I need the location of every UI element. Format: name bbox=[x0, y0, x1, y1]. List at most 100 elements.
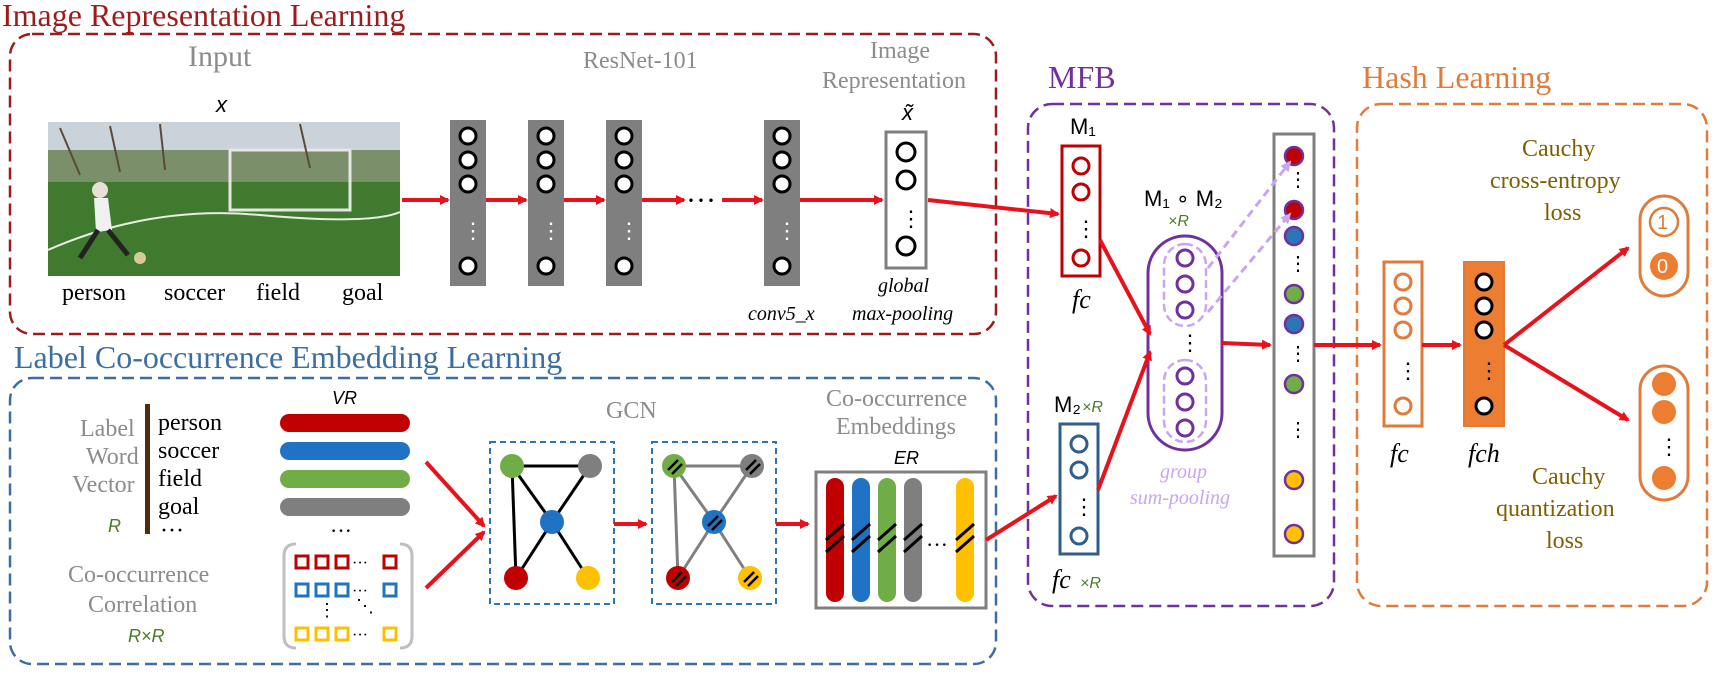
resnet-node bbox=[536, 256, 556, 276]
m2-vdots: ⋮ bbox=[1073, 494, 1095, 519]
resnet-node bbox=[614, 174, 634, 194]
matrix-cell bbox=[314, 626, 330, 642]
group-arrow-bottom bbox=[1206, 212, 1292, 313]
matrix-cell bbox=[294, 582, 310, 598]
hash-section-box bbox=[1355, 102, 1709, 608]
resnet-node bbox=[614, 256, 634, 276]
word-vector-label-2: Word bbox=[86, 444, 139, 470]
pooled-nodes: ⋮⋮⋮⋮ bbox=[1283, 145, 1308, 545]
m1-vdots: ⋮ bbox=[1075, 216, 1097, 241]
word-bar-green bbox=[280, 470, 410, 488]
r-symbol: R bbox=[108, 516, 121, 536]
resnet-label: ResNet-101 bbox=[583, 48, 698, 74]
resnet-node bbox=[614, 126, 634, 146]
group-line1: group bbox=[1160, 461, 1207, 483]
emb-line2: Embeddings bbox=[836, 414, 956, 440]
group-arrow-top bbox=[1206, 160, 1292, 269]
m2-fc-suffix: ×R bbox=[1080, 575, 1101, 592]
arrow-fch-to-ce bbox=[1502, 246, 1630, 347]
resnet-node bbox=[458, 256, 478, 276]
resnet-vdots: ⋮ bbox=[776, 218, 798, 243]
gcn1-node-blue bbox=[540, 510, 564, 534]
label-goal: goal bbox=[158, 494, 200, 520]
quant-output bbox=[1638, 364, 1690, 502]
matrix-cell bbox=[334, 582, 350, 598]
pooled-node bbox=[1283, 469, 1305, 491]
matrix-cell bbox=[334, 554, 350, 570]
m2-node bbox=[1069, 434, 1089, 454]
ce-line3: loss bbox=[1544, 200, 1581, 226]
label-soccer: soccer bbox=[158, 438, 219, 464]
x-tilde-symbol: x̃ bbox=[901, 100, 914, 125]
embedding-ellipsis: ··· bbox=[926, 532, 948, 557]
input-label: Input bbox=[188, 40, 252, 73]
rxr-symbol: R×R bbox=[128, 626, 165, 646]
correlation-matrix: ········· bbox=[294, 554, 398, 644]
pooled-node bbox=[1283, 225, 1305, 247]
arrow-m1-to-product bbox=[1098, 239, 1152, 336]
rep-node bbox=[895, 141, 917, 163]
resnet-vdots: ⋮ bbox=[462, 218, 484, 243]
word-bar-blue bbox=[280, 442, 410, 460]
pooled-vdots: ⋮ bbox=[1288, 343, 1308, 365]
resnet-node bbox=[772, 256, 792, 276]
m1-node bbox=[1071, 182, 1091, 202]
matrix-row-ellipsis: ··· bbox=[352, 555, 368, 572]
rep-node bbox=[895, 169, 917, 191]
pooled-vdots: ⋮ bbox=[1288, 253, 1308, 275]
matrix-cell bbox=[334, 626, 350, 642]
gcn-label: GCN bbox=[606, 398, 657, 424]
fch-nodes bbox=[1474, 272, 1494, 416]
quant-line3: loss bbox=[1546, 528, 1583, 554]
gcn1-node-yellow bbox=[576, 566, 600, 590]
word-bar-gray bbox=[280, 498, 410, 516]
resnet-ellipsis: ··· bbox=[686, 184, 716, 217]
product-label: M₁ ∘ M₂ bbox=[1144, 186, 1223, 211]
word-vector-label-3: Vector bbox=[72, 472, 135, 498]
image-rep-line2: Representation bbox=[822, 68, 966, 94]
emb-line1: Co-occurrence bbox=[826, 386, 967, 412]
matrix-vdots: ⋮ bbox=[318, 600, 336, 620]
m1-node bbox=[1071, 248, 1091, 268]
arrow-wordvec-to-gcn bbox=[424, 460, 486, 528]
resnet-node bbox=[536, 174, 556, 194]
product-nodes bbox=[1175, 248, 1195, 438]
bit-zero: 0 bbox=[1657, 256, 1668, 278]
resnet-node bbox=[614, 150, 634, 170]
m2-node bbox=[1069, 526, 1089, 546]
word-vector-label-1: Label bbox=[80, 416, 135, 442]
image-rep-line1: Image bbox=[870, 38, 930, 64]
bit-one: 1 bbox=[1657, 212, 1668, 234]
matrix-ddots: ⋱ bbox=[356, 596, 374, 616]
matrix-cell bbox=[382, 626, 398, 642]
pooled-node bbox=[1283, 373, 1305, 395]
gcn2-nodes bbox=[662, 454, 764, 590]
input-image bbox=[48, 122, 400, 276]
arrow-product-to-pooled bbox=[1221, 339, 1272, 350]
image-section-title: Image Representation Learning bbox=[2, 0, 405, 33]
corr-line2: Correlation bbox=[88, 592, 197, 618]
quant-node bbox=[1652, 400, 1676, 424]
hash-section-title: Hash Learning bbox=[1362, 59, 1551, 95]
gcn1-node-gray bbox=[578, 454, 602, 478]
label-person: person bbox=[158, 410, 222, 436]
gcn1-node-red bbox=[504, 566, 528, 590]
embedding-bars bbox=[825, 478, 975, 602]
rep-node bbox=[895, 235, 917, 257]
product-vdots: ⋮ bbox=[1179, 330, 1201, 355]
x-symbol: x bbox=[215, 92, 228, 117]
tag-person: person bbox=[62, 280, 126, 306]
tag-goal: goal bbox=[342, 280, 384, 306]
resnet-node bbox=[536, 126, 556, 146]
resnet-node bbox=[458, 174, 478, 194]
m2-suffix: ×R bbox=[1082, 399, 1103, 416]
matrix-cell bbox=[382, 554, 398, 570]
conv5-label: conv5_x bbox=[748, 303, 815, 325]
matrix-bracket-left bbox=[282, 542, 297, 650]
group-line2: sum-pooling bbox=[1130, 487, 1230, 509]
tag-field: field bbox=[256, 280, 300, 306]
corr-line1: Co-occurrence bbox=[68, 562, 209, 588]
label-section-title: Label Co-occurrence Embedding Learning bbox=[14, 339, 562, 375]
gmp-line2: max-pooling bbox=[852, 303, 953, 325]
arrow-fch-to-quant bbox=[1502, 343, 1630, 422]
